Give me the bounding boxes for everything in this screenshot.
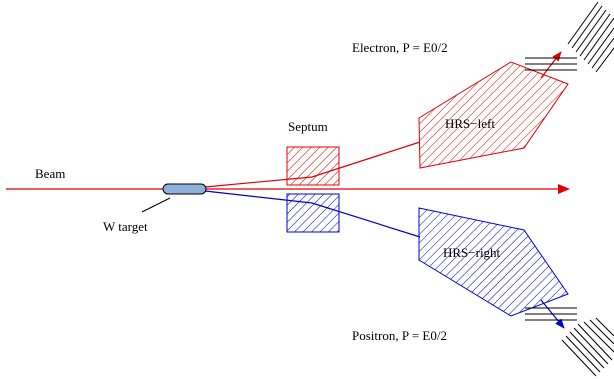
hrs-left-detector-lines <box>525 57 577 71</box>
hrs-right-detector-lines <box>525 307 577 321</box>
beam-line <box>6 184 570 194</box>
beam-label: Beam <box>35 166 65 181</box>
detector-upper <box>567 1 614 73</box>
positron-label: Positron, P = E0/2 <box>352 328 447 343</box>
electron-label: Electron, P = E0/2 <box>352 40 448 55</box>
septum-label: Septum <box>288 119 328 134</box>
positron-trajectory <box>204 190 421 238</box>
hrs-right-spectrometer <box>418 207 569 317</box>
w-target-pointer <box>141 197 171 213</box>
septum-lower <box>286 193 340 233</box>
detector-lower <box>561 317 614 377</box>
electron-trajectory <box>204 141 421 188</box>
w-target <box>162 183 207 195</box>
electron-arrow <box>540 51 562 79</box>
hrs-left-label: HRS−left <box>445 116 495 131</box>
hrs-right-label: HRS−right <box>443 245 501 260</box>
septum-upper <box>286 146 340 186</box>
hrs-left-spectrometer <box>418 61 569 169</box>
target-label: W target <box>103 219 148 234</box>
